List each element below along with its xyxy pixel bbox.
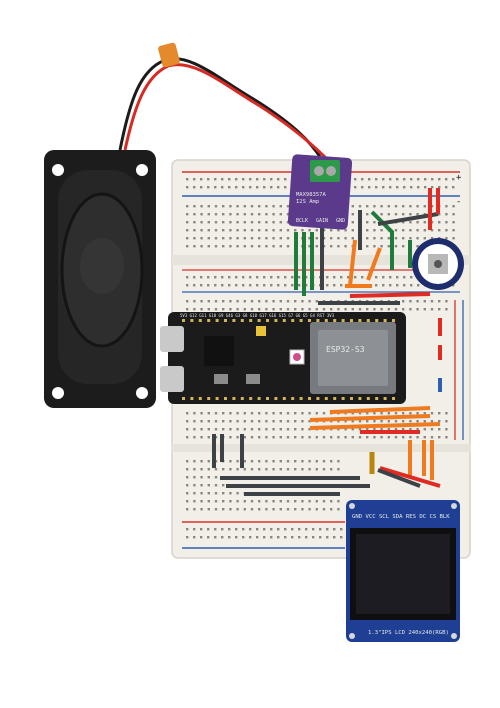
- wire-clip: [158, 42, 180, 68]
- amp-part-label: MAX98357A: [296, 192, 326, 198]
- jumper-wires: [212, 188, 442, 496]
- mcu-board: ESP32-S3 5V3 G12 G11 G10 G9 G46 G3 G8 G1…: [160, 312, 406, 404]
- amp-pin-label: BCLK: [296, 218, 308, 224]
- sensor-board: [412, 238, 464, 290]
- speaker-wires: [118, 42, 332, 164]
- lcd-display: GND VCC SCL SDA RES DC CS BLK 1.3"IPS LC…: [346, 500, 460, 642]
- amp-pin-label: GND: [336, 218, 345, 224]
- amp-pin-label: GAIN: [316, 218, 328, 224]
- screw-terminal: [310, 160, 340, 182]
- amp-spec-label: I2S Amp: [296, 199, 319, 205]
- mcu-module-label: ESP32-S3: [326, 345, 365, 354]
- lcd-caption: 1.3"IPS LCD 240x240(RGB): [368, 630, 449, 636]
- mcu-pin-row-label: 5V3 G12 G11 G10 G9 G46 G3 G8 G18 G17 G16…: [180, 313, 335, 318]
- svg-text:+: +: [456, 173, 462, 183]
- svg-text:-: -: [456, 197, 461, 207]
- amp-pin-labels: BCLK GAIN GND: [296, 218, 345, 224]
- speaker: [44, 150, 156, 408]
- amp-board: MAX98357A I2S Amp BCLK GAIN GND: [287, 154, 353, 230]
- lcd-pin-header-label: GND VCC SCL SDA RES DC CS BLK: [352, 514, 450, 520]
